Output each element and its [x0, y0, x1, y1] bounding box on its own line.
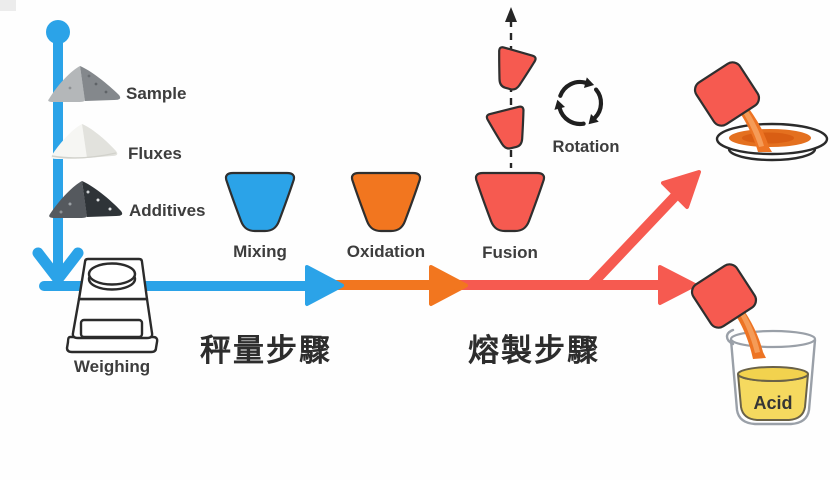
rotation-icon [554, 77, 604, 127]
pouring-crucible-icon [690, 263, 758, 329]
blue-arrowhead-icon [305, 265, 344, 306]
additives-pile-icon [49, 181, 123, 218]
weighing-label: Weighing [74, 357, 150, 376]
oxidation-crucible-icon [350, 171, 422, 233]
melt-stream-icon [732, 306, 766, 359]
fluxes-pile-icon [51, 124, 118, 159]
red-arrowhead-icon [658, 265, 697, 305]
rotation-label: Rotation [553, 138, 620, 156]
acid-label: Acid [753, 393, 792, 413]
melt-stream-icon [735, 102, 772, 152]
additives-label: Additives [129, 201, 206, 220]
cupel-dish-icon [715, 122, 829, 162]
beaker-spout [725, 328, 735, 346]
falling-crucible-icon [489, 45, 537, 95]
flow-start-dot [46, 20, 70, 44]
down-arrowhead-icon [32, 247, 84, 285]
scan-artifact [0, 0, 16, 11]
fluxes-label: Fluxes [128, 144, 182, 163]
weighing-stage-title: 秤量步驟 [200, 333, 332, 368]
fusion-crucible-icon [474, 171, 546, 233]
up-arrowhead-icon [505, 7, 517, 22]
sample-pile-icon [48, 66, 121, 102]
orange-arrowhead-icon [429, 265, 468, 306]
sample-label: Sample [126, 84, 186, 103]
melting-stage-title: 熔製步驟 [468, 333, 600, 368]
process-flow-line [39, 170, 701, 306]
oxidation-label: Oxidation [347, 242, 425, 261]
falling-crucible-icon [485, 105, 533, 153]
mixing-label: Mixing [233, 242, 287, 261]
weighing-scale-icon [65, 257, 159, 354]
diagonal-flow-segment [587, 185, 686, 289]
acid-surface [737, 366, 809, 382]
fusion-label: Fusion [482, 243, 538, 262]
acid-beaker-icon: Acid [725, 328, 817, 426]
mixing-crucible-icon [224, 171, 296, 233]
pouring-crucible-icon [693, 61, 761, 127]
diagonal-arrowhead-icon [661, 170, 701, 209]
